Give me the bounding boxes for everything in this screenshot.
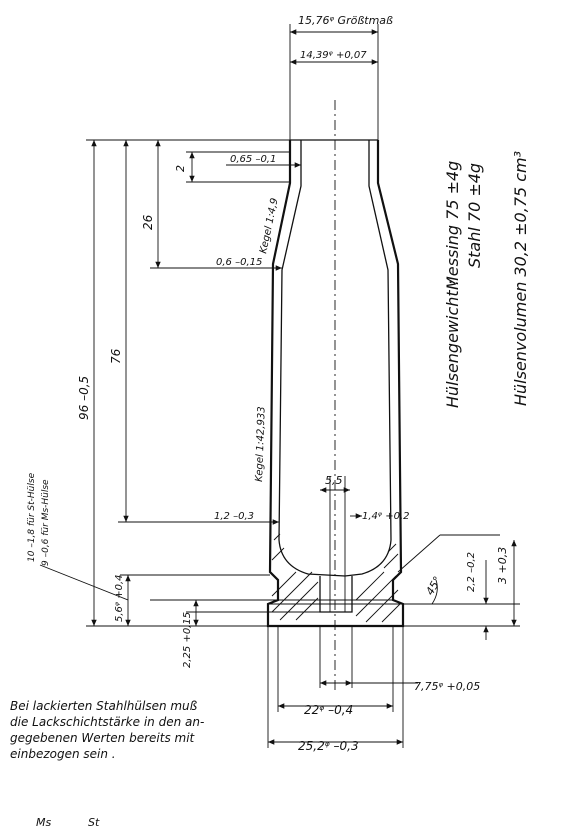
weight-st: Stahl 70 ±4g xyxy=(465,163,484,268)
dim-rim-thickness: 3 +0,3 xyxy=(496,547,509,584)
dim-angle: 45° xyxy=(423,574,444,597)
volume-spec: Hülsenvolumen 30,2 ±0,75 cm³ xyxy=(511,151,530,406)
weight-label: Hülsengewicht : xyxy=(443,280,462,408)
footer: Ms St xyxy=(36,816,100,829)
note-line-1: Bei lackierten Stahlhülsen muß xyxy=(10,699,198,713)
specs-block: Hülsengewicht : Messing 75 ±4g Stahl 70 … xyxy=(443,151,530,408)
dim-neck-wall: 0,65 –0,1 xyxy=(230,154,276,165)
dim-total-length: 96 –0,5 xyxy=(77,376,91,420)
dim-rim-height: 2,25 +0,15 xyxy=(182,612,193,668)
case-outline xyxy=(266,100,405,690)
dim-neck-diameter: 14,39ᵠ +0,07 xyxy=(300,50,367,61)
dim-extractor-depth: 2,2 –0,2 xyxy=(466,552,477,592)
dim-flash-hole-width: 5,5 xyxy=(325,474,343,487)
dim-max-diameter: 15,76ᵠ Größtmaß xyxy=(298,14,393,27)
note-line-2: die Lackschichtstärke in den an- xyxy=(10,715,204,729)
dim-primer-diameter: 7,75ᵠ +0,05 xyxy=(414,680,480,693)
dim-cone-body: Kegel 1:42,933 xyxy=(254,406,268,482)
dim-groove-diameter: 22ᵠ –0,4 xyxy=(304,703,353,717)
dimension-lines xyxy=(39,24,520,748)
footer-ms: Ms xyxy=(36,816,51,829)
weight-ms: Messing 75 ±4g xyxy=(443,161,462,290)
dim-base-height: 5,6ᵠ +0,4 xyxy=(114,574,125,622)
dim-base-wall: 1,2 –0,3 xyxy=(214,511,254,522)
lacquer-note: Bei lackierten Stahlhülsen muß die Lacks… xyxy=(10,699,204,761)
dim-wall-note-st: 10 –1,8 für St-Hülse xyxy=(27,472,37,562)
note-line-4: einbezogen sein . xyxy=(10,747,116,761)
dim-body-length: 76 xyxy=(109,348,123,364)
dim-base-depth: 1,4ᵠ +0,2 xyxy=(362,511,410,522)
base-hatching xyxy=(271,533,401,623)
dim-rim-diameter: 25,2ᵠ –0,3 xyxy=(298,739,359,753)
dim-body-wall: 0,6 –0,15 xyxy=(216,257,262,268)
note-line-3: gegebenen Werten bereits mit xyxy=(10,731,196,745)
dim-neck-length: 26 xyxy=(141,214,155,230)
dim-shoulder-height: 2 xyxy=(174,165,187,172)
dim-wall-note-ms: 9 –0,6 für Ms-Hülse xyxy=(41,479,51,566)
footer-st: St xyxy=(88,816,100,829)
